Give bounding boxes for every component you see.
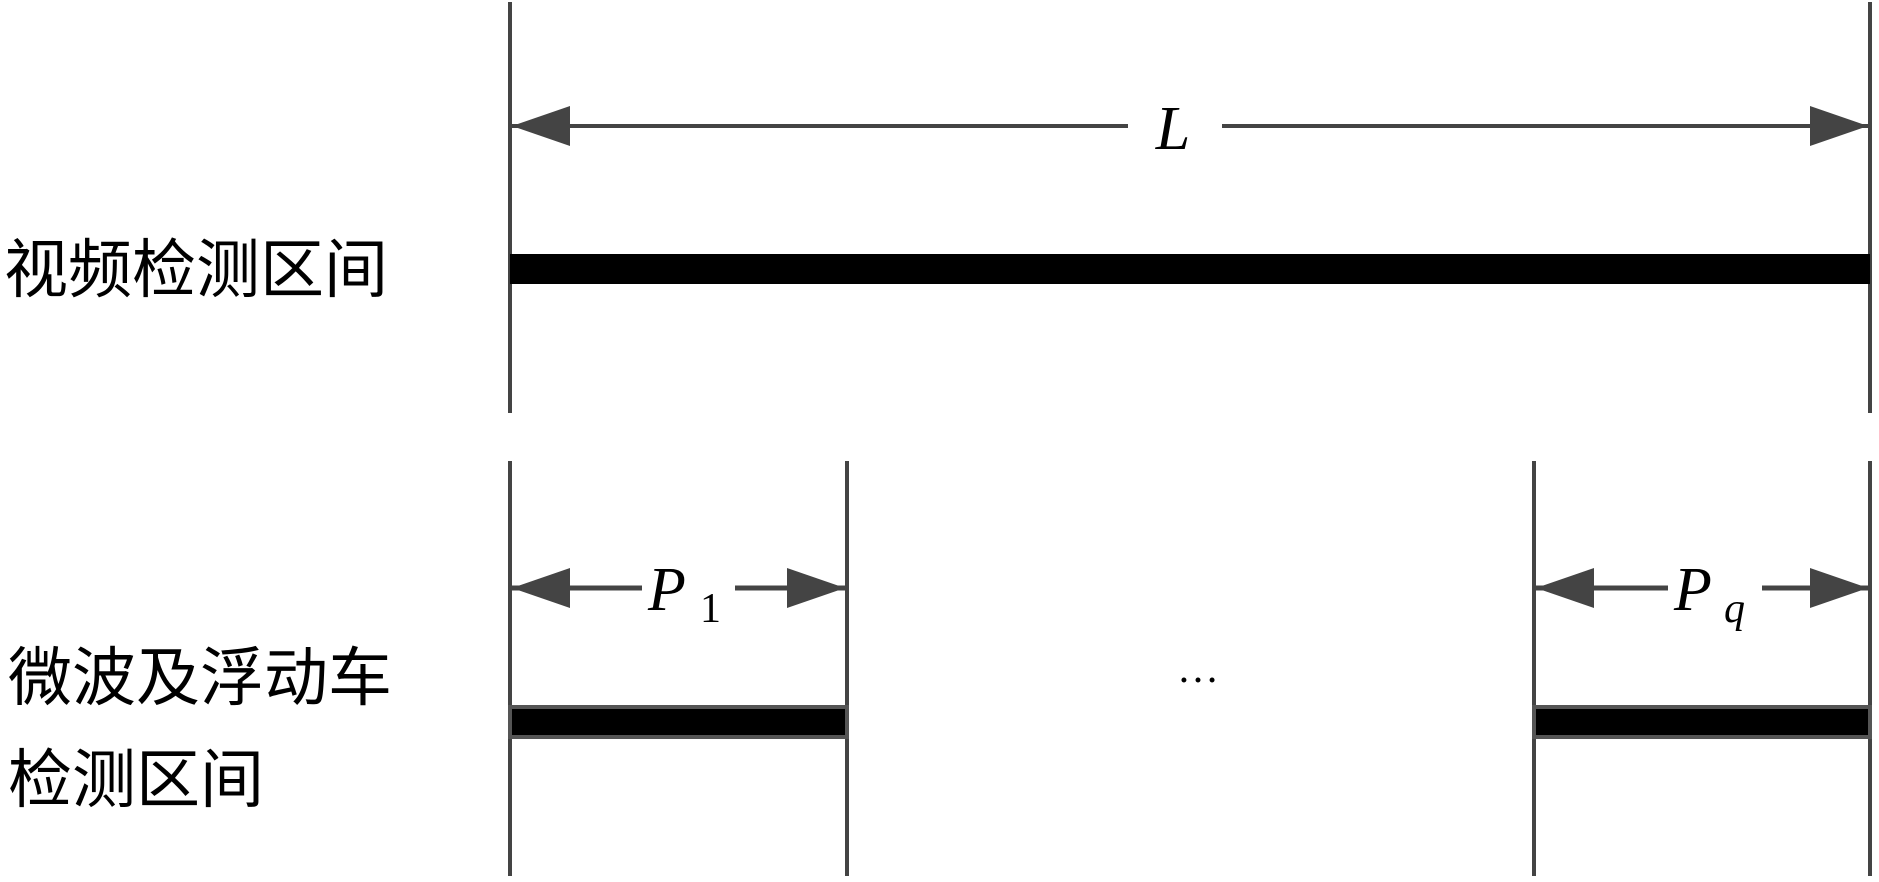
svg-text:P: P [647,556,686,624]
video-detection-bar [510,254,1870,284]
segment-P1-label: P 1 [647,556,721,632]
ellipsis: … [1177,646,1219,692]
segment-Pq-label: P q [1673,556,1745,632]
segmentq-detection-bar [1532,705,1872,739]
length-L-label: L [1155,95,1190,163]
segment-P1-arrow [512,568,845,608]
microwave-section-label-line2: 检测区间 [8,744,264,818]
segment1-detection-bar [508,705,849,739]
segment-Pq-arrow [1536,568,1868,608]
microwave-section-label-line1: 微波及浮动车 [8,642,392,716]
length-L-arrow [512,106,1868,146]
svg-text:1: 1 [700,586,721,632]
video-section-label: 视频检测区间 [4,234,388,308]
svg-text:P: P [1673,556,1712,624]
svg-text:q: q [1724,586,1745,632]
